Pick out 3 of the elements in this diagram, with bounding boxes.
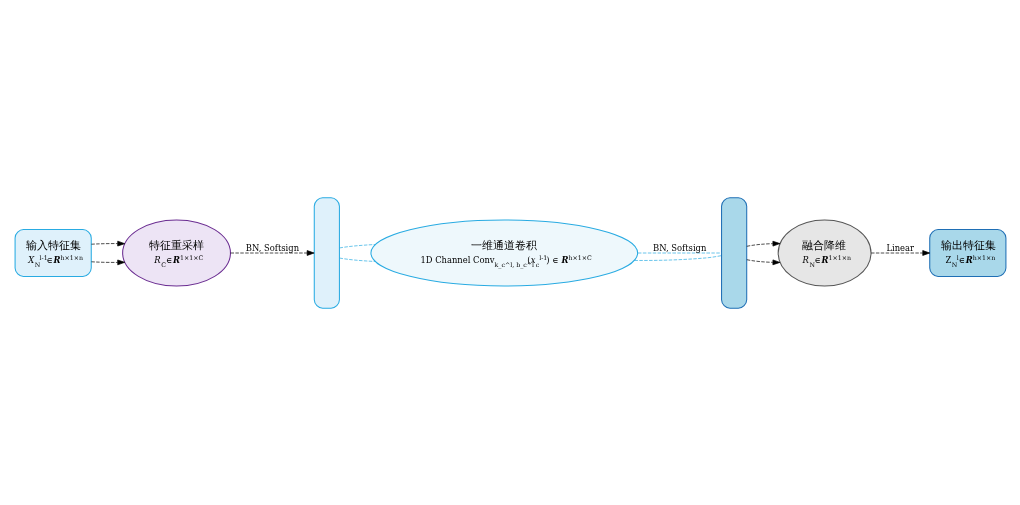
edge-label: Linear bbox=[885, 242, 914, 253]
edge-label: BN, Softsign bbox=[245, 242, 299, 253]
edge-label: BN, Softsign bbox=[652, 242, 706, 253]
